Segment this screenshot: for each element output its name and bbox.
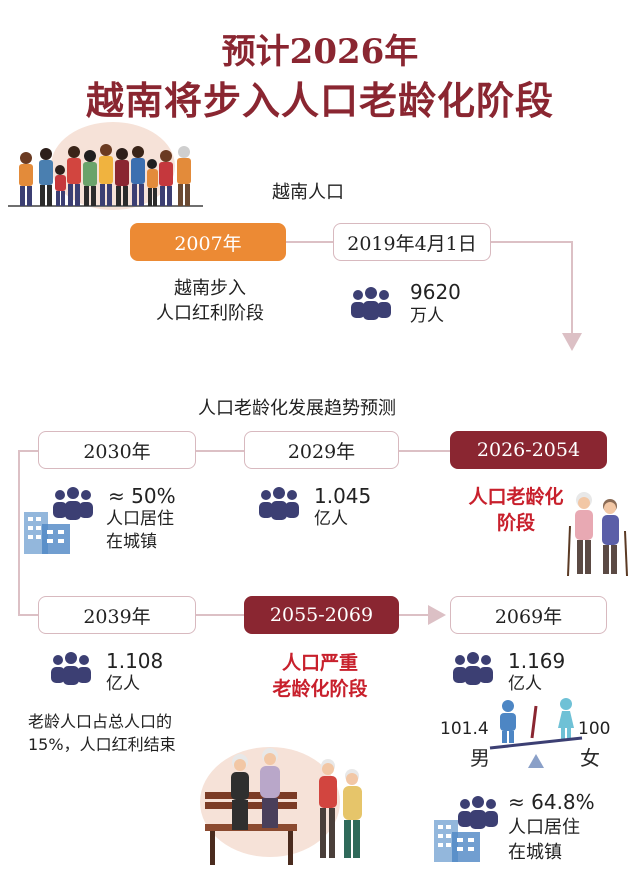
connector	[18, 450, 20, 616]
arrow-right-icon	[428, 605, 446, 625]
unit-2069: 亿人	[508, 674, 542, 694]
desc-2007-line1: 越南步入	[174, 278, 246, 299]
male-ratio-value: 101.4	[440, 719, 489, 739]
note-2030-line1: 人口居住	[106, 509, 174, 529]
aging-stage-line1: 人口老龄化	[468, 486, 564, 508]
note-2069-urban: 人口居住 在城镇	[508, 815, 580, 865]
box-2069: 2069年	[450, 596, 607, 634]
value-2029: 1.045	[314, 484, 372, 508]
connector	[398, 614, 434, 616]
desc-2007-line2: 人口红利阶段	[156, 303, 264, 324]
value-2069: 1.169	[508, 649, 566, 673]
desc-2007: 越南步入 人口红利阶段	[140, 276, 280, 326]
people-icon	[259, 487, 299, 520]
unit-2029: 亿人	[314, 509, 348, 529]
trend-heading: 人口老龄化发展趋势预测	[198, 398, 396, 419]
people-icon	[458, 796, 498, 829]
connector	[490, 241, 572, 243]
severe-aging-label: 人口严重 老龄化阶段	[250, 650, 390, 702]
unit-2039: 亿人	[106, 674, 140, 694]
arrow-down-icon	[562, 333, 582, 351]
aging-stage-label: 人口老龄化 阶段	[456, 484, 576, 536]
elderly-couple-illustration	[567, 492, 628, 577]
aging-stage-line2: 阶段	[496, 512, 535, 534]
connector	[195, 614, 245, 616]
building-icon	[24, 512, 70, 554]
box-2019: 2019年4月1日	[333, 223, 491, 261]
severe-aging-line2: 老龄化阶段	[272, 678, 368, 700]
box-2055-2069: 2055-2069	[244, 596, 399, 634]
note-2069-urban-line2: 在城镇	[508, 842, 562, 863]
people-icon	[351, 287, 391, 320]
female-label: 女	[580, 746, 600, 770]
people-icon	[51, 652, 91, 685]
title-line1: 预计2026年	[221, 32, 419, 72]
gender-balance-icon	[489, 698, 583, 768]
note-2030-line2: 在城镇	[106, 532, 157, 552]
connector	[195, 450, 245, 452]
note-2030: 人口居住 在城镇	[106, 508, 174, 554]
unit-2019: 万人	[410, 306, 444, 326]
title-line2: 越南将步入人口老龄化阶段	[85, 78, 554, 123]
note-2039: 老龄人口占总人口的 15%，人口红利结束	[28, 710, 176, 756]
male-label: 男	[470, 746, 490, 770]
people-icon	[53, 487, 93, 520]
box-2029: 2029年	[244, 431, 399, 469]
elderly-bench-illustration	[200, 747, 362, 865]
connector	[571, 241, 573, 337]
note-2039-line1: 老龄人口占总人口的	[28, 712, 173, 731]
severe-aging-line1: 人口严重	[281, 652, 358, 674]
population-heading: 越南人口	[272, 182, 344, 203]
connector	[285, 241, 333, 243]
people-icon	[453, 652, 493, 685]
value-2039: 1.108	[106, 649, 164, 673]
box-2039: 2039年	[38, 596, 196, 634]
connector	[398, 450, 450, 452]
box-2007: 2007年	[130, 223, 286, 261]
crowd-illustration	[8, 122, 203, 210]
box-2030: 2030年	[38, 431, 196, 469]
value-2069-urban: ≈ 64.8%	[508, 790, 595, 814]
value-2019: 9620	[410, 280, 461, 304]
building-icon	[434, 820, 480, 862]
note-2039-line2: 15%，人口红利结束	[28, 735, 176, 754]
connector	[18, 450, 38, 452]
value-2030: ≈ 50%	[108, 484, 176, 508]
connector	[18, 614, 38, 616]
box-2026-2054: 2026-2054	[450, 431, 607, 469]
female-ratio-value: 100	[578, 719, 611, 739]
note-2069-urban-line1: 人口居住	[508, 817, 580, 838]
